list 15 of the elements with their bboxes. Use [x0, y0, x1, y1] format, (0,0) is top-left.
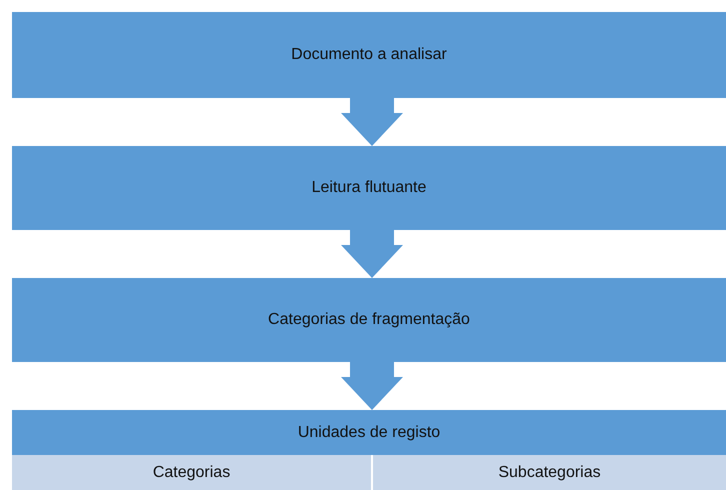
table-cell: [12, 455, 371, 490]
node-label: Categorias de fragmentação: [268, 311, 470, 329]
process-box: [12, 278, 726, 362]
block-arrow: [341, 98, 403, 146]
node-label: Categorias: [152, 464, 230, 482]
node-label: Leitura flutuante: [312, 179, 426, 197]
node-label: Unidades de registo: [298, 424, 440, 442]
process-box: [12, 146, 726, 230]
block-arrow: [341, 230, 403, 278]
table-cell: [371, 455, 726, 490]
process-box: [12, 410, 726, 455]
node-label: Documento a analisar: [291, 46, 447, 64]
node-label: Subcategorias: [498, 464, 601, 482]
process-box: [12, 12, 726, 98]
block-arrow: [341, 362, 403, 410]
